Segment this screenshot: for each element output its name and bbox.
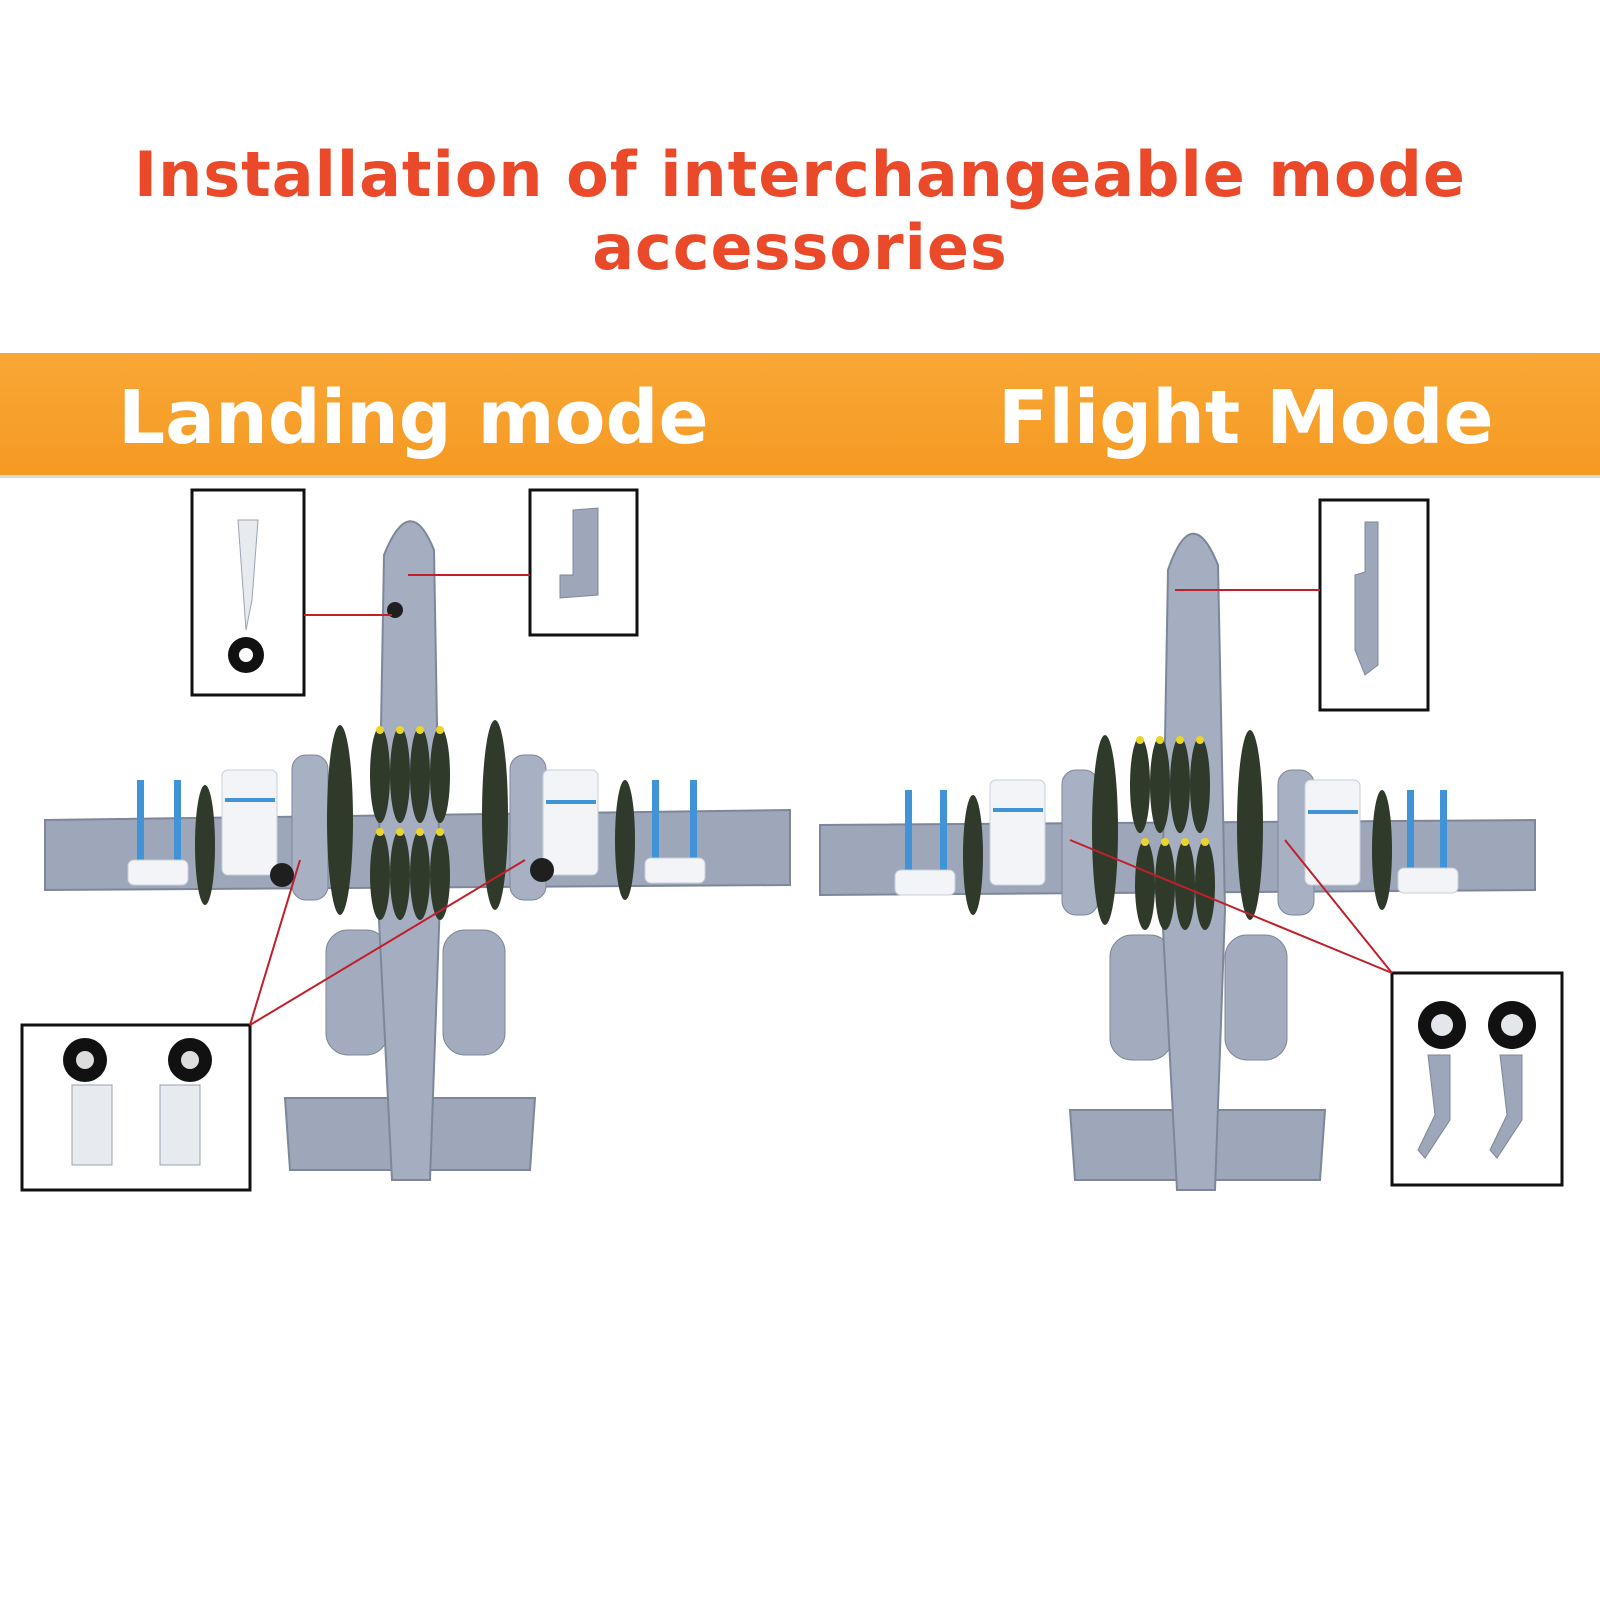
landing-mode-label: Landing mode — [118, 375, 709, 461]
landing-aircraft-figure — [20, 488, 791, 1192]
fuselage — [376, 520, 442, 1181]
right-engine — [442, 929, 506, 1056]
headline: Installation of interchangeable mode acc… — [134, 138, 1466, 284]
landing-wheel-right — [530, 858, 554, 882]
mode-banner: Landing mode Flight Mode — [0, 353, 1600, 478]
callout-main-gear-pair — [20, 1023, 252, 1192]
landing-wheel-left — [270, 863, 294, 887]
flight-mode-panel — [800, 480, 1600, 1240]
landing-mode-panel — [0, 480, 800, 1240]
callout-main-wheel-covers — [1390, 971, 1564, 1187]
flight-mode-label: Flight Mode — [998, 375, 1494, 461]
flight-aircraft-figure — [819, 498, 1564, 1191]
bomb-cluster — [195, 720, 635, 920]
